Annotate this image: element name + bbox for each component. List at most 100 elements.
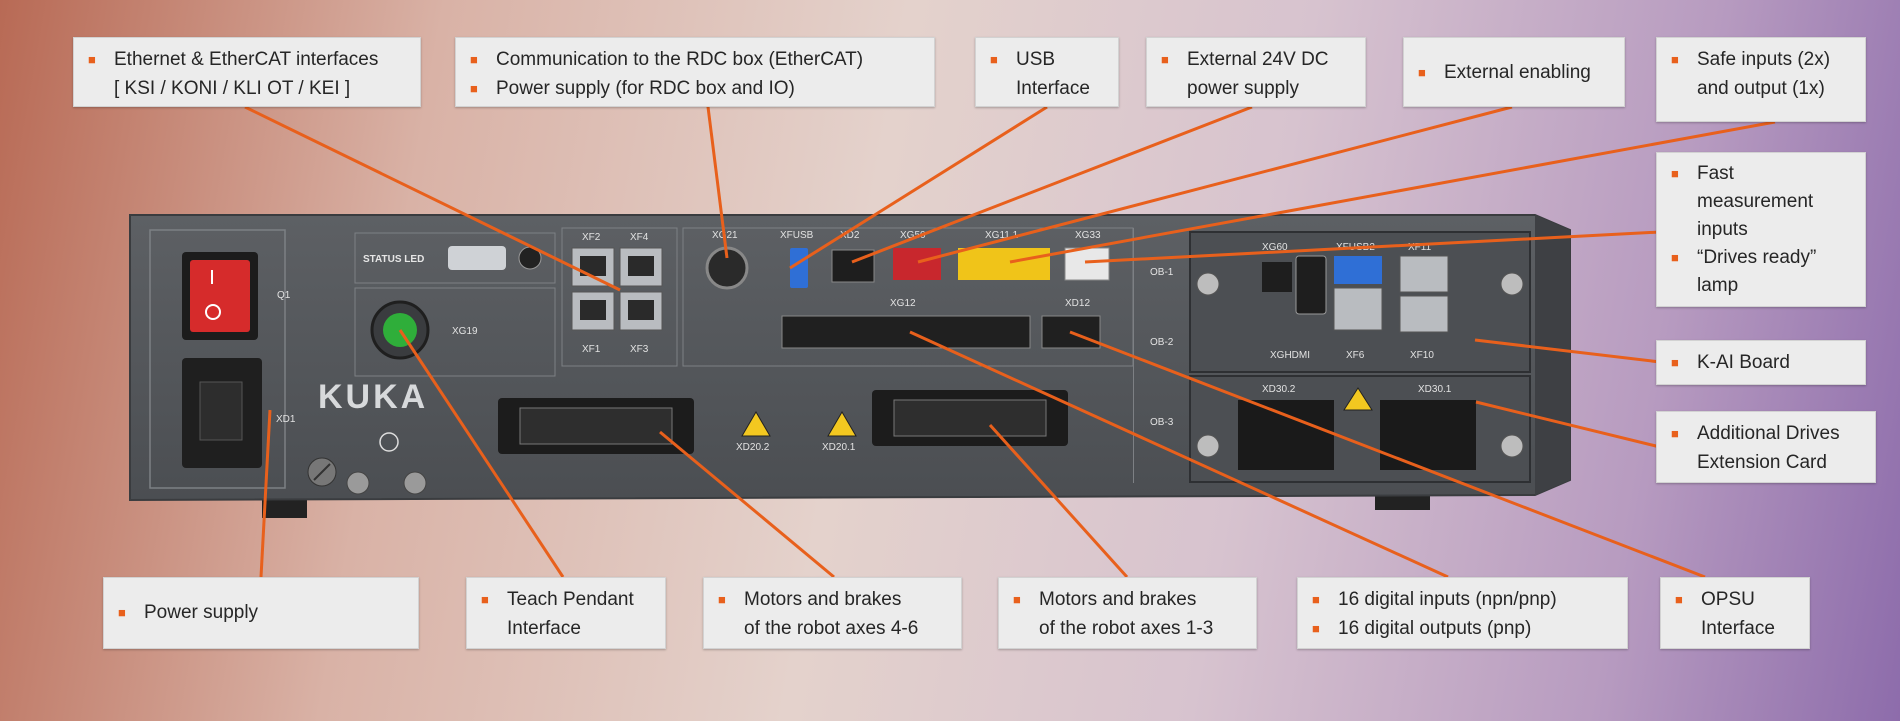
port-xf11[interactable]	[1399, 255, 1449, 293]
screw	[1196, 272, 1220, 296]
callout-fast-line3: inputs	[1697, 219, 1748, 240]
callout-kai: ■K-AI Board	[1656, 340, 1866, 385]
warning-icon	[741, 411, 771, 437]
port-xf6[interactable]	[1333, 287, 1383, 331]
bullet-icon: ■	[1013, 592, 1021, 607]
bullet-icon: ■	[1671, 250, 1679, 265]
label-q1: Q1	[277, 290, 291, 301]
leader-safe	[1009, 120, 1776, 264]
label-xd20-2: XD20.2	[736, 442, 770, 453]
xg12-connector[interactable]	[781, 315, 1031, 349]
screw	[1500, 272, 1524, 296]
screw	[1196, 434, 1220, 458]
bullet-icon: ■	[718, 592, 726, 607]
callout-ethernet: ■Ethernet & EtherCAT interfaces [ KSI / …	[73, 37, 421, 107]
connector-body	[519, 407, 673, 445]
label-xfusb: XFUSB	[780, 230, 814, 241]
leader-fast	[1084, 230, 1661, 264]
xg11-connector[interactable]	[958, 248, 1050, 280]
callout-ethernet-line2: [ KSI / KONI / KLI OT / KEI ]	[114, 78, 351, 99]
callout-ext24: ■External 24V DC power supply	[1146, 37, 1366, 107]
callout-ext-enabling-line1: External enabling	[1444, 62, 1591, 83]
xd30-2-connector[interactable]	[1238, 400, 1334, 470]
callout-teach: ■Teach Pendant Interface	[466, 577, 666, 649]
usb2-port[interactable]	[1334, 256, 1382, 284]
label-xf4: XF4	[630, 232, 649, 243]
label-ob1: OB-1	[1150, 267, 1174, 278]
bullet-icon: ■	[1161, 52, 1169, 67]
bullet-icon: ■	[1312, 592, 1320, 607]
label-xg11: XG11.1	[985, 230, 1019, 241]
port-slot	[628, 300, 654, 320]
power-module-frame	[149, 229, 286, 489]
callout-power-line1: Power supply	[144, 602, 259, 623]
callout-rdc-line2: Power supply (for RDC box and IO)	[496, 78, 795, 99]
label-xd1: XD1	[276, 414, 296, 425]
callout-motors13: ■Motors and brakes of the robot axes 1-3	[998, 577, 1257, 649]
port-slot	[628, 256, 654, 276]
callout-motors13-line2: of the robot axes 1-3	[1039, 618, 1214, 639]
label-xd20-1: XD20.1	[822, 442, 856, 453]
xg33-connector[interactable]	[1064, 247, 1110, 281]
callout-fast-line4: “Drives ready”	[1697, 247, 1817, 268]
label-xd2: XD2	[840, 230, 860, 241]
xg50-connector[interactable]	[893, 248, 941, 280]
unit-side	[1535, 215, 1570, 495]
hdmi-port[interactable]	[1295, 255, 1327, 315]
callout-ext24-line2: power supply	[1187, 78, 1299, 99]
label-xg12: XG12	[890, 298, 916, 309]
bullet-icon: ■	[1671, 52, 1679, 67]
leader-motors13	[988, 423, 1129, 579]
label-xg19: XG19	[452, 326, 478, 337]
callout-safe-line2: and output (1x)	[1697, 78, 1825, 99]
callout-digital-line1: 16 digital inputs (npn/pnp)	[1338, 589, 1557, 610]
leader-rdc	[703, 82, 729, 259]
leader-ethernet	[244, 105, 621, 292]
bullet-icon: ■	[470, 81, 478, 96]
leader-teach	[398, 329, 565, 578]
callout-digital: ■16 digital inputs (npn/pnp) ■16 digital…	[1297, 577, 1628, 649]
label-xd12: XD12	[1065, 298, 1090, 309]
callout-power: ■Power supply	[103, 577, 419, 649]
callout-opsu-line1: OPSU	[1701, 589, 1755, 610]
power-switch[interactable]	[190, 260, 250, 332]
screw	[403, 471, 427, 495]
callout-rdc-line1: Communication to the RDC box (EtherCAT)	[496, 49, 864, 70]
callout-drives-ext-line2: Extension Card	[1697, 452, 1827, 473]
callout-opsu: ■OPSU Interface	[1660, 577, 1810, 649]
callout-motors46-line2: of the robot axes 4-6	[744, 618, 919, 639]
label-xg33: XG33	[1075, 230, 1101, 241]
bullet-icon: ■	[990, 52, 998, 67]
xg60-connector[interactable]	[1262, 262, 1292, 292]
bullet-icon: ■	[470, 52, 478, 67]
callout-teach-line1: Teach Pendant	[507, 589, 634, 610]
label-xf10: XF10	[1410, 350, 1434, 361]
callout-safe-line1: Safe inputs (2x)	[1697, 49, 1831, 70]
label-xf1: XF1	[582, 344, 601, 355]
port-slot	[580, 256, 606, 276]
status-led-display	[448, 246, 506, 270]
callout-ext-enabling: ■ External enabling	[1403, 37, 1625, 107]
callout-motors46: ■Motors and brakes of the robot axes 4-6	[703, 577, 962, 649]
leader-kai	[1474, 338, 1661, 364]
bullet-icon: ■	[1675, 592, 1683, 607]
screw	[346, 471, 370, 495]
leader-opsu	[1069, 330, 1706, 579]
xg19-frame	[354, 287, 556, 377]
label-xf3: XF3	[630, 344, 649, 355]
xd30-1-connector[interactable]	[1380, 400, 1476, 470]
port-slot	[580, 300, 606, 320]
leader-usb	[789, 105, 1048, 270]
port-xf10[interactable]	[1399, 295, 1449, 333]
leader-ext-enabling	[917, 105, 1513, 264]
leader-motors46	[659, 430, 835, 579]
kuka-logo: KUKA	[318, 378, 428, 416]
power-socket-inner	[199, 381, 243, 441]
callout-kai-line1: K-AI Board	[1697, 352, 1790, 373]
connector-body	[893, 399, 1047, 437]
label-xf11: XF11	[1408, 242, 1432, 253]
bullet-icon: ■	[1418, 65, 1426, 80]
callout-usb: ■USB Interface	[975, 37, 1119, 107]
label-xg60: XG60	[1262, 242, 1288, 253]
